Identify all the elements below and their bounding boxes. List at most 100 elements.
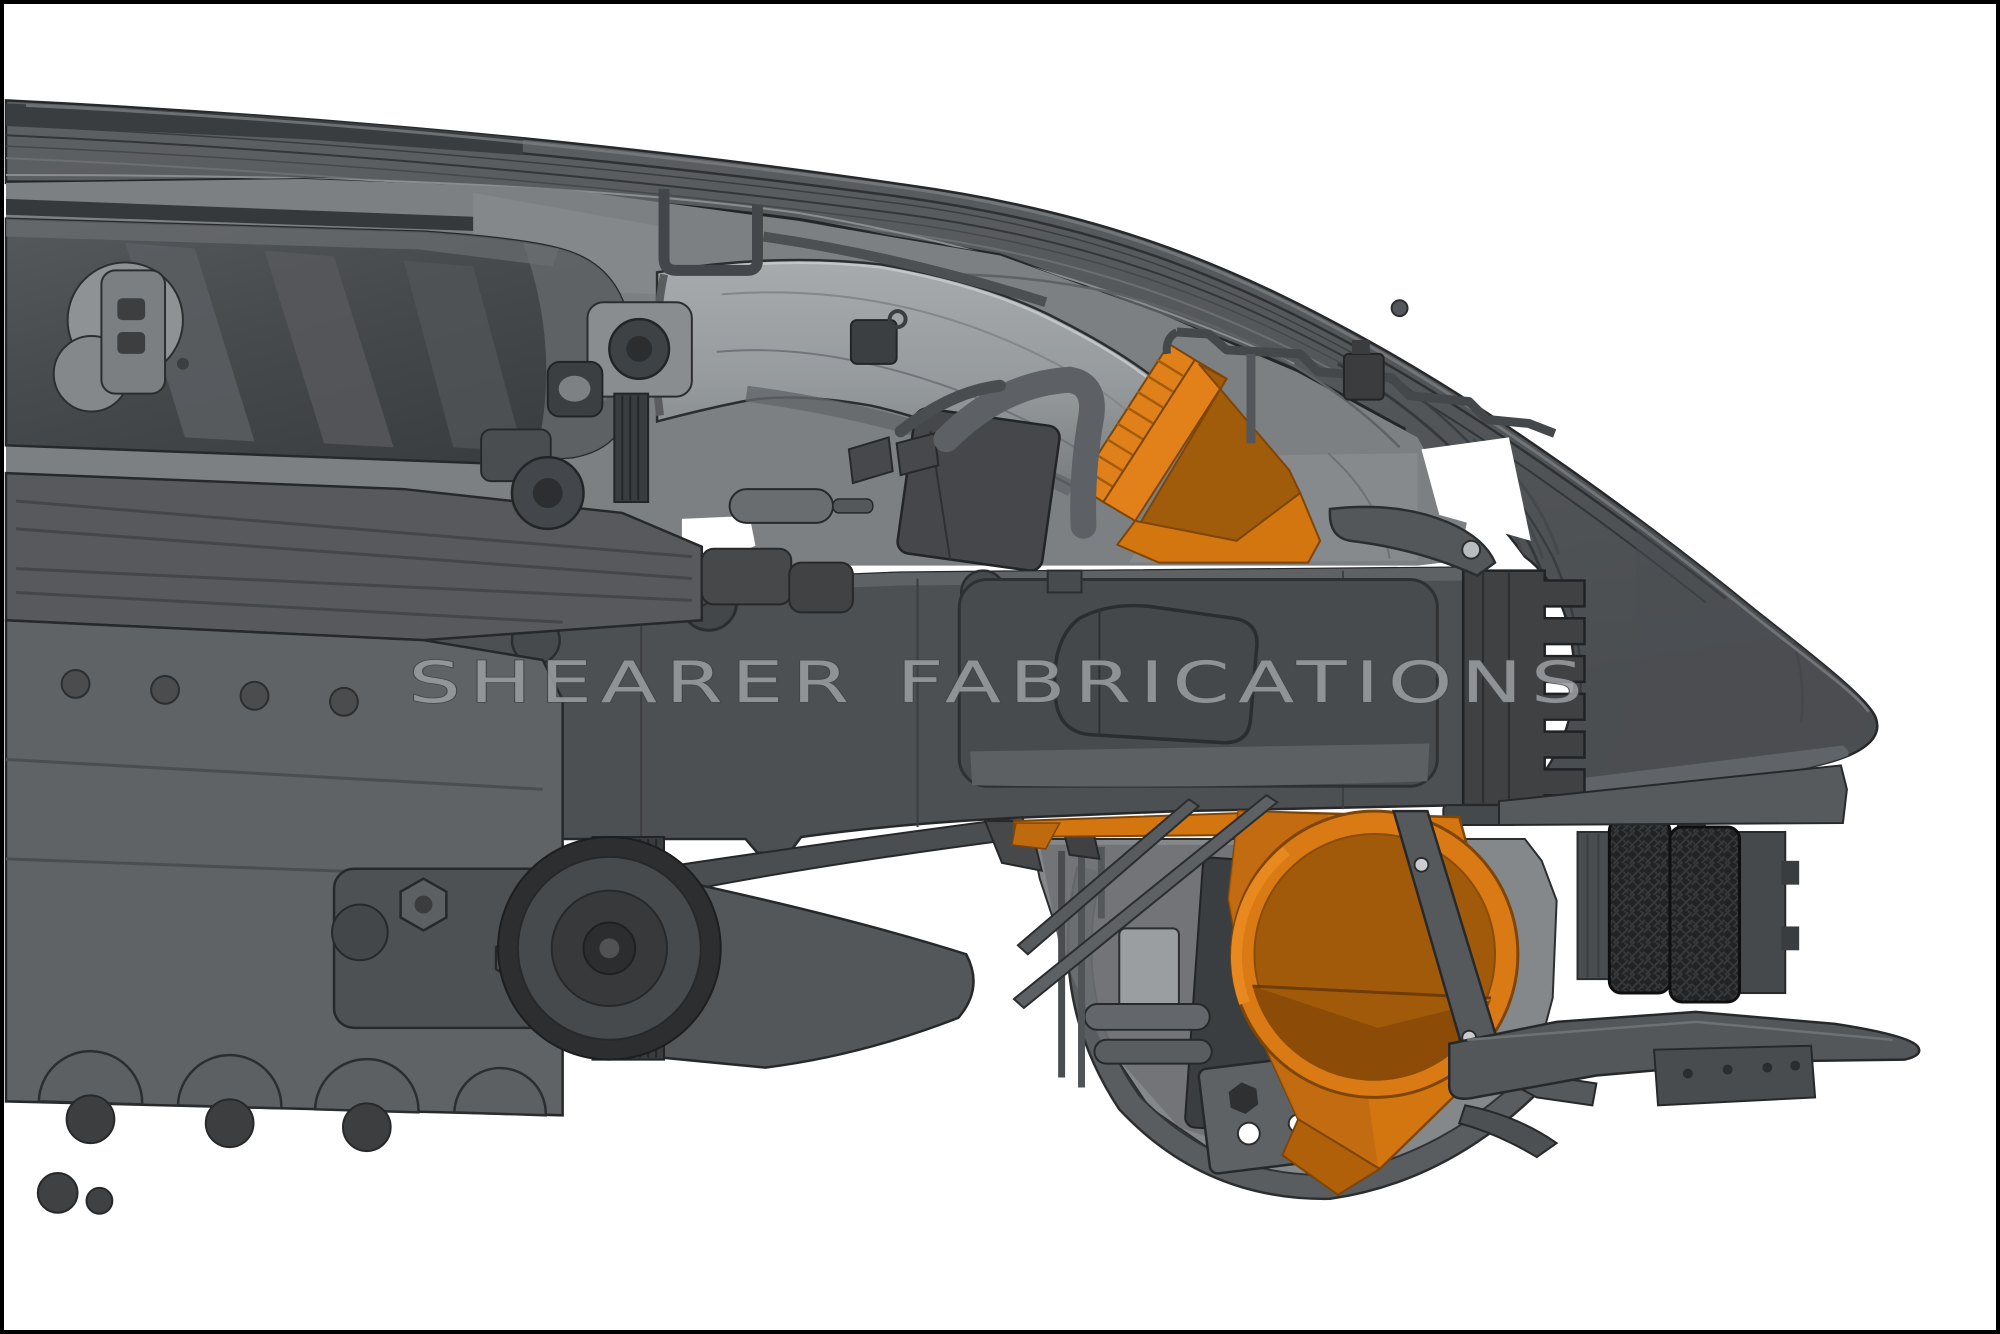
watermark: SHEARER FABRICATIONS: [408, 649, 1592, 717]
watermark-word2: FABRICATIONS: [897, 650, 1592, 716]
rail-end-toothed-bracket: [1461, 569, 1586, 807]
radiator-support: [1162, 299, 1557, 577]
maf-sensor: [849, 319, 898, 365]
engine-assembly: [4, 301, 975, 1215]
grille-roof-band: [1497, 764, 1848, 827]
intake-tube-seam: [716, 349, 1110, 472]
damper-bolt: [599, 938, 620, 959]
brake-booster: [52, 261, 189, 413]
plate-hole: [1682, 1068, 1693, 1079]
coolant-hose: [1056, 366, 1105, 539]
valve-cover-ridge: [15, 499, 692, 559]
head-bolt: [150, 674, 180, 705]
backing-tab: [1781, 860, 1800, 885]
idler-pulley: [546, 301, 693, 503]
bolt: [36, 1171, 79, 1214]
alternator-hub: [532, 478, 563, 508]
duct-rib-line: [1156, 358, 1184, 377]
light-plate: [1118, 927, 1180, 1013]
booster-dot: [176, 357, 189, 370]
u-bracket: [658, 188, 763, 276]
strut-bolt: [1413, 856, 1430, 873]
throttle-plate: [1252, 986, 1492, 1081]
lower-intake-duct: [1011, 809, 1520, 1197]
cylinder: [1093, 1038, 1213, 1065]
brace-rod: [1012, 794, 1280, 1010]
splitter-under-plate: [1652, 1044, 1817, 1107]
engine-cover-rib: [403, 260, 523, 452]
valve-cover-ridge: [15, 567, 692, 602]
boomerang-arm: [1328, 505, 1497, 577]
plate-hole: [1722, 1064, 1733, 1075]
ring-bolt: [887, 309, 908, 330]
exhaust-port: [65, 1094, 116, 1145]
valve-cover-ridge: [15, 527, 692, 581]
belt-and-damper: [497, 835, 722, 1061]
duct-rib-line: [1146, 374, 1174, 393]
duct-rib-line: [1126, 406, 1154, 425]
mesh-panel-left: [1607, 817, 1672, 995]
coil-pack: [788, 561, 854, 614]
cylinder: [1083, 1002, 1211, 1031]
cowl-shadow-strip: [5, 198, 523, 233]
cowl-strip: [5, 103, 523, 156]
engine-cover: [4, 217, 632, 465]
exhaust-port: [341, 1102, 392, 1153]
frame-rail: [271, 566, 1586, 922]
lower-duct-wedge: [1011, 822, 1061, 850]
head-bolt: [60, 668, 91, 699]
alternator: [480, 428, 585, 531]
coolant-hose: [933, 366, 1083, 453]
head-bolt: [239, 680, 270, 711]
plate-hole: [1236, 1121, 1261, 1146]
radiator-slab: [1576, 831, 1611, 981]
rail-tab: [1046, 569, 1083, 594]
support-post: [1246, 353, 1256, 444]
brace-rod: [1016, 797, 1201, 956]
white-gap-wedge: [1421, 437, 1531, 541]
lower-duct-tip: [1281, 1117, 1382, 1197]
oil-pan: [640, 871, 975, 1069]
support-strap: [1176, 327, 1557, 438]
exhaust-hump: [176, 1053, 283, 1110]
coil-pack: [700, 547, 793, 606]
exhaust-hump: [453, 1066, 547, 1117]
bolt-head: [1390, 299, 1409, 318]
front-splitter: [1448, 1010, 1921, 1159]
cad-illustration: SHEARER FABRICATIONS: [4, 99, 1921, 1215]
splitter-top-line: [1467, 1020, 1893, 1041]
hood-latch-brackets: [658, 188, 1048, 307]
sensor-box: [1342, 352, 1385, 401]
booster-port: [117, 332, 146, 354]
duct-rib-line: [1096, 454, 1124, 473]
fascia-nose-shadow: [1600, 501, 1865, 784]
sensor-tab: [1351, 339, 1370, 354]
exhaust-hump: [37, 1049, 144, 1106]
idler-hub: [626, 335, 653, 362]
engine-cover-top-highlight: [5, 218, 559, 267]
fascia-top-highlight: [25, 103, 1870, 713]
plate-hole: [1762, 1062, 1773, 1073]
coolant-hose-thin: [894, 379, 1006, 438]
rail-recess-lip: [970, 743, 1430, 787]
bolt: [85, 1186, 114, 1215]
splitter-tail: [1457, 1104, 1559, 1159]
duct-rib-line: [1116, 422, 1144, 441]
vacuum-port-inner: [558, 375, 591, 402]
vacuum-rod: [832, 498, 874, 514]
intake-tube-top-highlight: [666, 261, 1156, 385]
upper-duct-ribs: [1086, 358, 1184, 489]
boomerang-hole: [1461, 539, 1482, 560]
upper-intake-duct: [1076, 342, 1322, 564]
latch-strap: [762, 231, 1048, 307]
coolant-hoses: [894, 366, 1105, 539]
hex-bolt-center: [414, 895, 433, 914]
hood-seam-line: [5, 124, 1377, 367]
backing-tab: [1781, 926, 1800, 951]
plate-hole: [1790, 1060, 1801, 1071]
head-bolt: [329, 686, 359, 717]
throttle-rim-highlight: [1231, 846, 1290, 1005]
vacuum-cylinder: [728, 488, 835, 524]
upper-duct-bottom-face: [1115, 491, 1322, 564]
